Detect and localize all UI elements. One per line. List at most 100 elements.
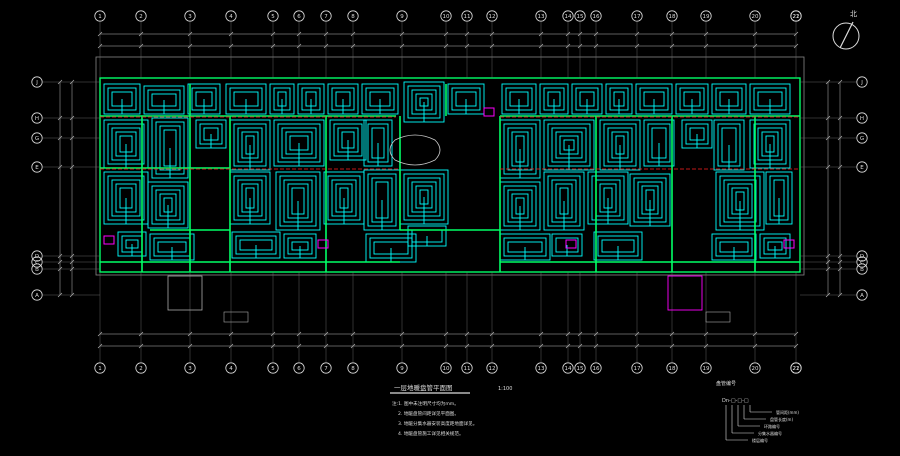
grid-label: G (860, 136, 864, 142)
heating-pipe-coils (103, 81, 793, 263)
grid-bubble (574, 10, 586, 22)
grid-label: G (35, 136, 39, 142)
grid-label: 4 (229, 14, 233, 20)
grid-label: E (35, 165, 39, 171)
grid-label: J (35, 80, 38, 86)
pipe-coil (629, 173, 671, 227)
pipe-coil (587, 171, 629, 225)
grid-label: J (860, 80, 863, 86)
pipe-coil (765, 171, 793, 225)
grid-label: 9 (400, 14, 404, 20)
pipe-coil (499, 181, 541, 231)
note-line: 3. 地暖分集水器安装高度距地面详见。 (398, 420, 477, 427)
north-label: 北 (850, 10, 857, 18)
building-outline (95, 56, 805, 276)
pipe-coil (269, 83, 295, 115)
grid-bubble (320, 10, 332, 22)
grid-bubble (31, 76, 43, 88)
pipe-coil (749, 83, 791, 115)
grid-label: 15 (577, 366, 584, 372)
grid-label: 3 (188, 14, 192, 20)
grid-bubble (135, 10, 147, 22)
grid-label: 21 (793, 366, 800, 372)
grid-label: 7 (324, 366, 328, 372)
north-arrow: 北 (832, 10, 860, 50)
legend-item: 管间距(mm) (776, 409, 799, 415)
grid-label: 3 (188, 366, 192, 372)
pipe-coil (283, 233, 317, 259)
pipe-coil (635, 83, 673, 115)
grid-bubble (590, 362, 602, 374)
pipe-coil (543, 171, 585, 231)
grid-label: 8 (351, 14, 355, 20)
manifold (783, 239, 795, 249)
grid-bubble (440, 10, 452, 22)
pipe-coil (403, 81, 445, 123)
grid-label: 12 (489, 14, 496, 20)
pipe-coil (643, 119, 675, 167)
pipe-coil (675, 83, 709, 115)
pipe-coil (551, 233, 583, 257)
grid-bubble (31, 256, 43, 268)
pipe-coil (187, 83, 221, 115)
note-line: 2. 地暖盘管间距详见平面图。 (398, 410, 459, 417)
grid-label: 20 (752, 14, 759, 20)
grid-bubble (856, 250, 868, 262)
grid-bubble (184, 362, 196, 374)
manifold (565, 239, 577, 249)
note-line: 注:1. 图中未注明尺寸均为mm。 (392, 400, 459, 407)
pipe-coil (147, 181, 189, 229)
grid-label: 14 (565, 14, 572, 20)
grid-bubble (94, 362, 106, 374)
pipe-coil (363, 169, 401, 231)
grid-bubble (267, 362, 279, 374)
pipe-coil (447, 83, 485, 115)
grid-bubble (31, 161, 43, 173)
grid-label: 15 (577, 14, 584, 20)
legend-leaders (725, 405, 772, 441)
grid-label: 13 (538, 14, 545, 20)
pipe-coil (605, 83, 633, 115)
grid-label: 6 (297, 366, 301, 372)
grid-bubble (347, 362, 359, 374)
grid-bubble (31, 263, 43, 275)
grid-bubble (631, 362, 643, 374)
grid-label: B (860, 267, 864, 273)
pipe-coil (499, 233, 551, 261)
grid-label: 19 (703, 366, 710, 372)
legend-item: 盘管长度(m) (770, 416, 793, 422)
grid-label: E (860, 165, 864, 171)
grid-label: 16 (593, 366, 600, 372)
note-line: 4. 地暖盘管施工详见相关规范。 (398, 430, 464, 437)
legend-code: Dn-□-□-□ (722, 398, 749, 404)
grid-label: 2 (139, 14, 143, 20)
grid-bubble (856, 256, 868, 268)
grid-bubble (535, 362, 547, 374)
manifold (317, 239, 329, 249)
grid-label: 10 (443, 366, 450, 372)
grid-bubble (856, 76, 868, 88)
grid-label: 13 (538, 366, 545, 372)
grid-label: 11 (464, 366, 471, 372)
grid-bubble (440, 362, 452, 374)
manifold (103, 235, 115, 245)
grid-bubble (590, 10, 602, 22)
axis-lines (43, 22, 856, 362)
grid-bubble (31, 112, 43, 124)
grid-bubble (184, 10, 196, 22)
grid-label: H (860, 116, 864, 122)
grid-bubble (135, 362, 147, 374)
grid-label: 4 (229, 366, 233, 372)
grid-bubble (856, 112, 868, 124)
grid-label: 5 (271, 14, 275, 20)
pipe-coil (195, 119, 227, 149)
pipe-coil (151, 117, 189, 179)
grid-label: A (35, 293, 39, 299)
grid-bubble (461, 10, 473, 22)
grid-label: 2 (139, 366, 143, 372)
pipe-coil (749, 119, 791, 169)
grid-label: 1 (98, 14, 102, 20)
grid-bubble (790, 10, 802, 22)
